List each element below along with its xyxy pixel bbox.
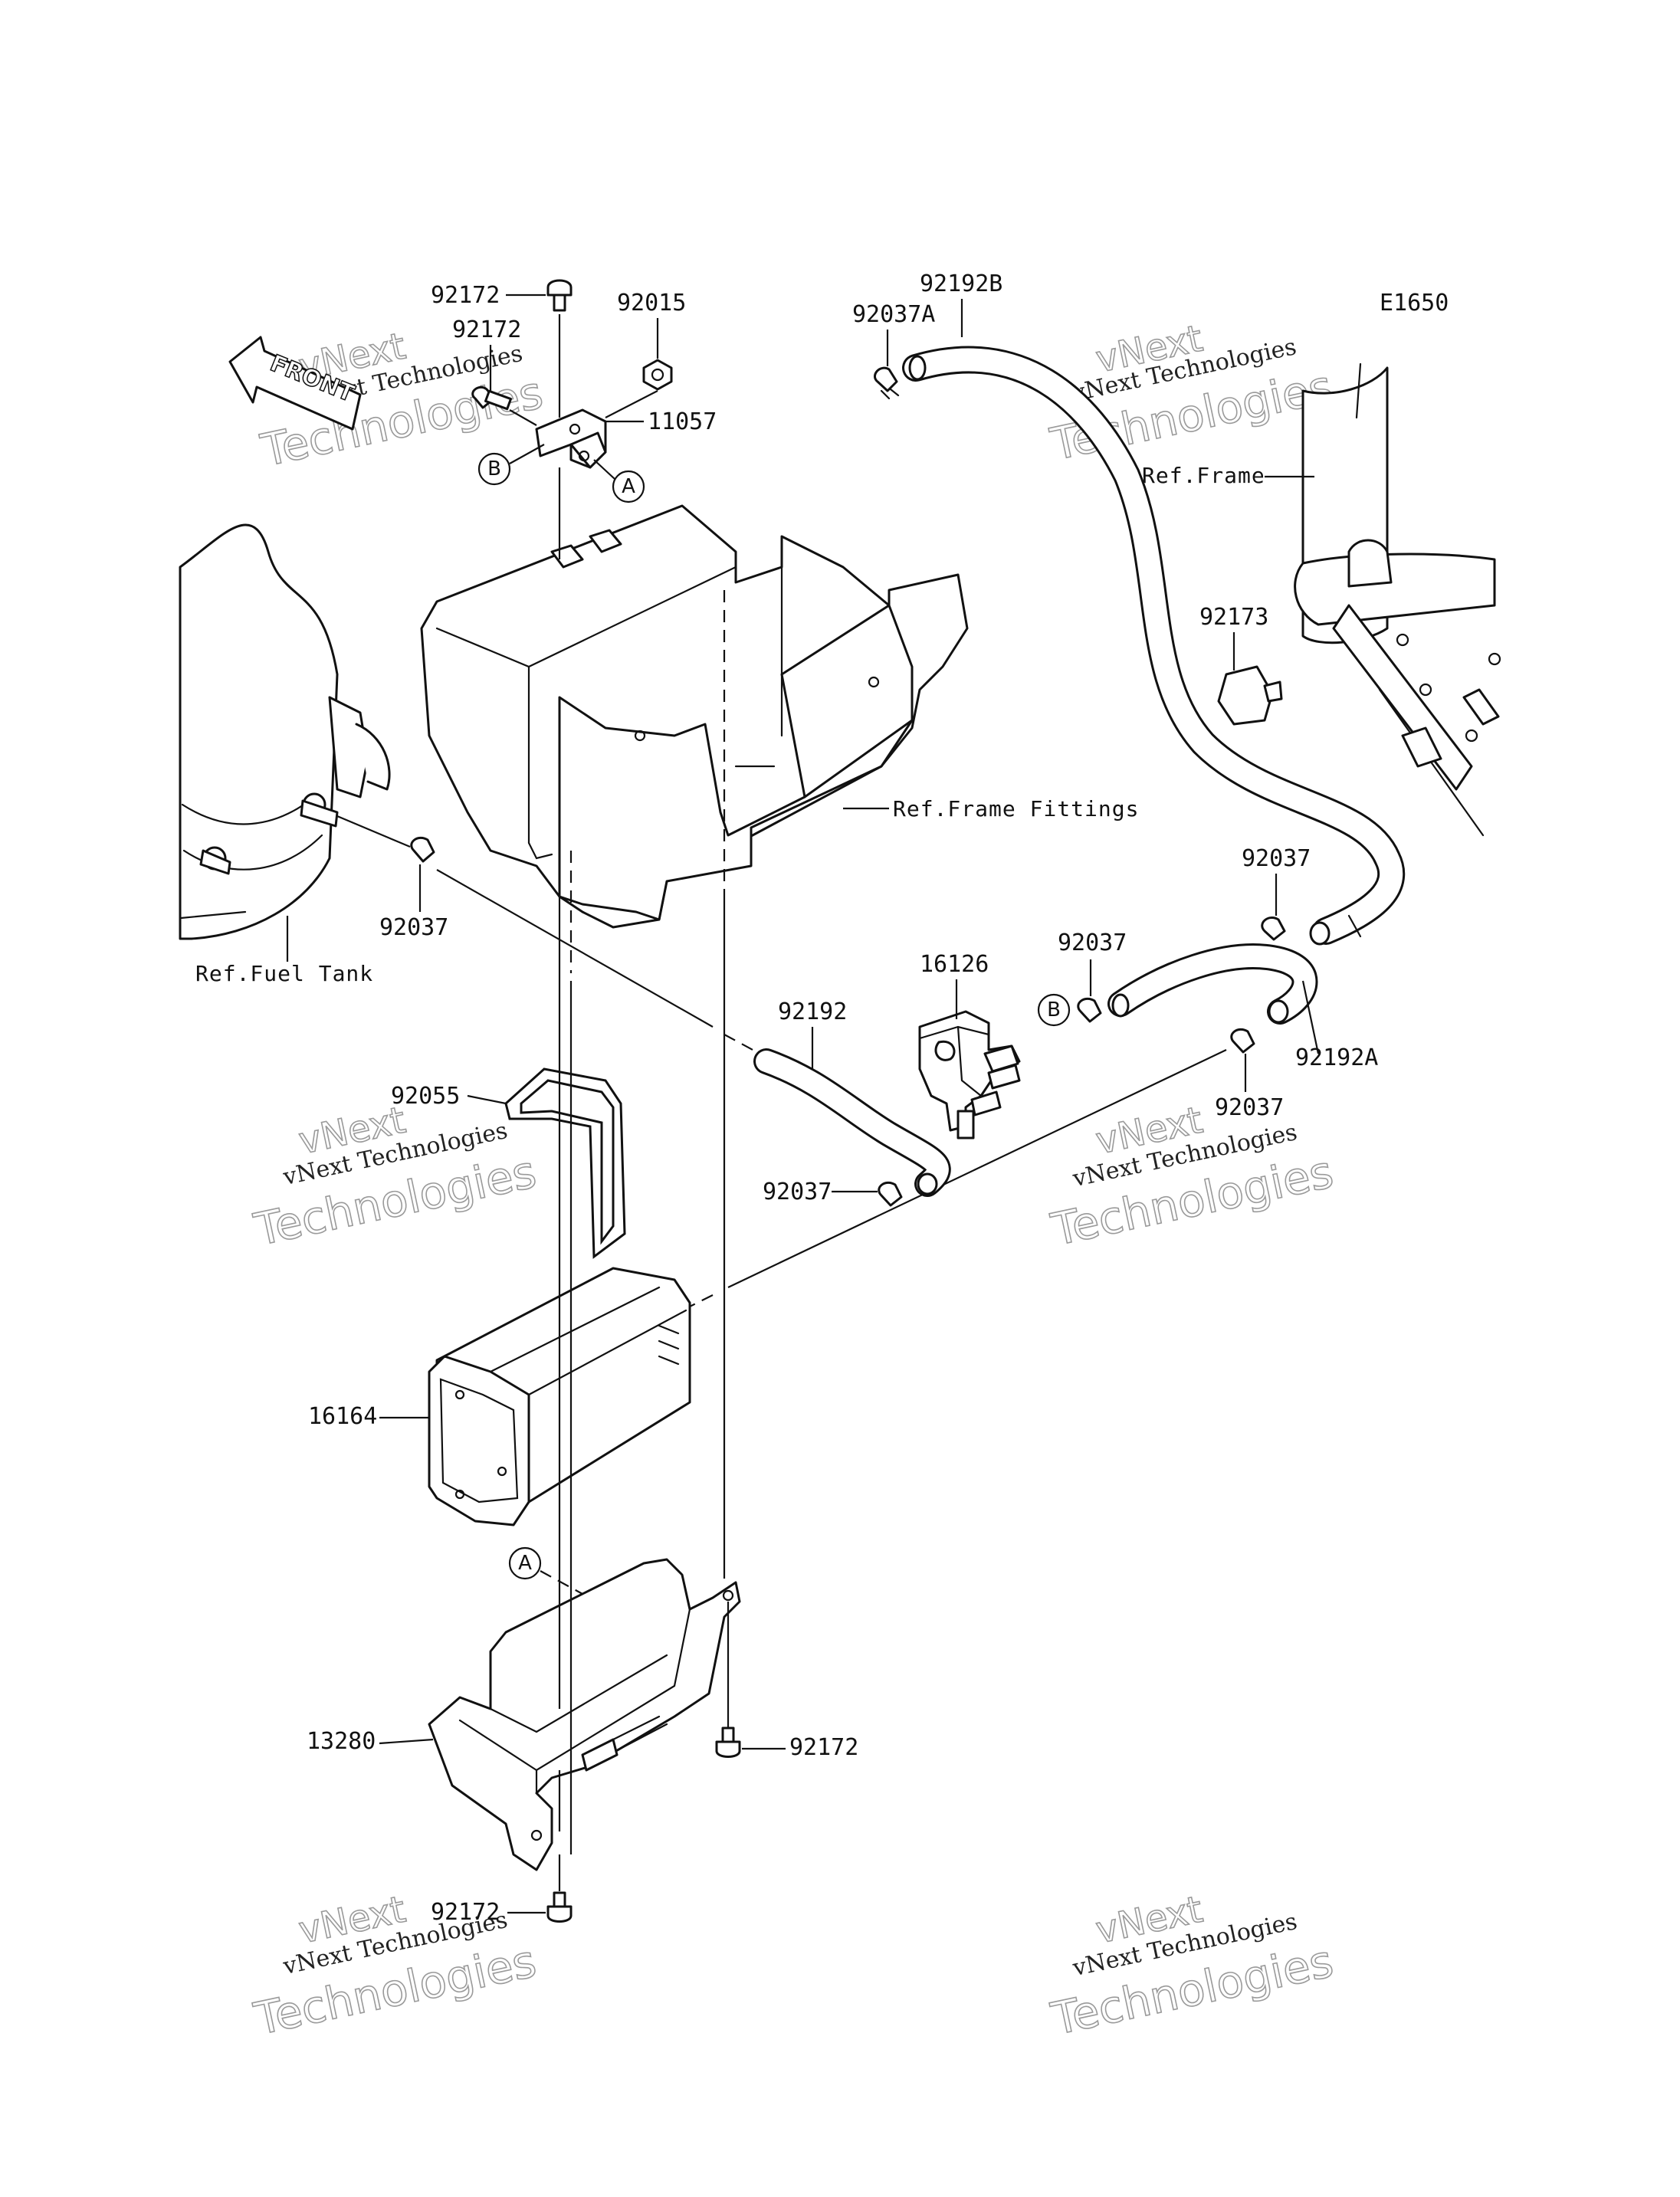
ref-frame-label: Ref.Frame xyxy=(1142,463,1265,488)
label-92172-side: 92172 xyxy=(452,316,521,343)
fuel-tank-icon xyxy=(179,523,391,940)
label-92037-right: 92037 xyxy=(1242,845,1311,872)
hose-92192a-icon xyxy=(1107,943,1318,1025)
watermark-top-right: vNext vNext Technologies Technologies xyxy=(1045,316,1337,471)
label-92172-bottom: 92172 xyxy=(431,1899,500,1926)
watermark-bottom-left: vNext vNext Technologies Technologies xyxy=(249,1887,541,2046)
clip-92037-right-icon xyxy=(1261,917,1286,941)
svg-text:B: B xyxy=(1047,998,1061,1021)
canister-16164-icon xyxy=(428,1267,691,1526)
marker-a-tray: A xyxy=(508,1546,542,1580)
clip-92037-mid-icon xyxy=(1077,997,1102,1023)
nut-92015-icon xyxy=(642,359,673,391)
bolt-92172-top-icon xyxy=(546,279,573,312)
label-92172-top: 92172 xyxy=(431,282,500,309)
label-92015: 92015 xyxy=(617,290,686,316)
label-16164: 16164 xyxy=(308,1403,377,1430)
label-92192a: 92192A xyxy=(1295,1044,1378,1071)
clip-92037-hose-icon xyxy=(878,1181,903,1207)
ref-fuel-tank-label: Ref.Fuel Tank xyxy=(195,961,373,986)
svg-text:A: A xyxy=(622,475,635,498)
watermark-mid-left: vNext vNext Technologies Technologies xyxy=(249,1098,541,1257)
hose-92192b-icon xyxy=(902,346,1406,946)
marker-b-valve: B xyxy=(1037,993,1071,1027)
bolt-92172-side-icon xyxy=(471,385,512,411)
frame-icon xyxy=(1294,362,1501,837)
watermark-bottom-right: vNext vNext Technologies Technologies xyxy=(1046,1887,1338,2046)
label-92037a: 92037A xyxy=(852,301,935,328)
valve-16126-icon xyxy=(918,1010,1021,1139)
bolt-92172-right-icon xyxy=(715,1726,741,1758)
marker-b-top: B xyxy=(477,452,511,486)
canister-housing-icon xyxy=(420,504,969,929)
clip-92037a-icon xyxy=(873,366,900,400)
hose-92192-icon xyxy=(753,1048,951,1197)
clip-92037-lower-icon xyxy=(1230,1028,1255,1054)
label-13280: 13280 xyxy=(307,1728,376,1755)
damper-92173-icon xyxy=(1217,665,1283,726)
label-92037-lower: 92037 xyxy=(1215,1094,1284,1121)
bracket-11057-icon xyxy=(535,408,607,469)
label-92172-right: 92172 xyxy=(789,1734,858,1761)
label-16126: 16126 xyxy=(920,951,989,978)
clip-92037-left-icon xyxy=(410,836,435,863)
label-92055: 92055 xyxy=(391,1083,460,1110)
label-92037-left: 92037 xyxy=(379,914,448,941)
label-92037-hose: 92037 xyxy=(763,1179,832,1205)
tray-13280-icon xyxy=(428,1558,741,1871)
label-92173: 92173 xyxy=(1199,604,1268,631)
bolt-92172-bottom-icon xyxy=(546,1891,573,1923)
watermark-mid-right: vNext vNext Technologies Technologies xyxy=(1046,1098,1338,1257)
diagram-code: E1650 xyxy=(1380,290,1449,316)
svg-text:A: A xyxy=(518,1552,532,1575)
label-11057: 11057 xyxy=(648,408,717,435)
label-92192: 92192 xyxy=(778,998,847,1025)
label-92037-mid: 92037 xyxy=(1058,930,1127,956)
ref-frame-fittings-label: Ref.Frame Fittings xyxy=(893,796,1139,821)
band-92055-icon xyxy=(504,1067,626,1259)
label-92192b: 92192B xyxy=(920,271,1002,297)
svg-text:B: B xyxy=(487,457,501,480)
marker-a-top: A xyxy=(612,470,645,503)
